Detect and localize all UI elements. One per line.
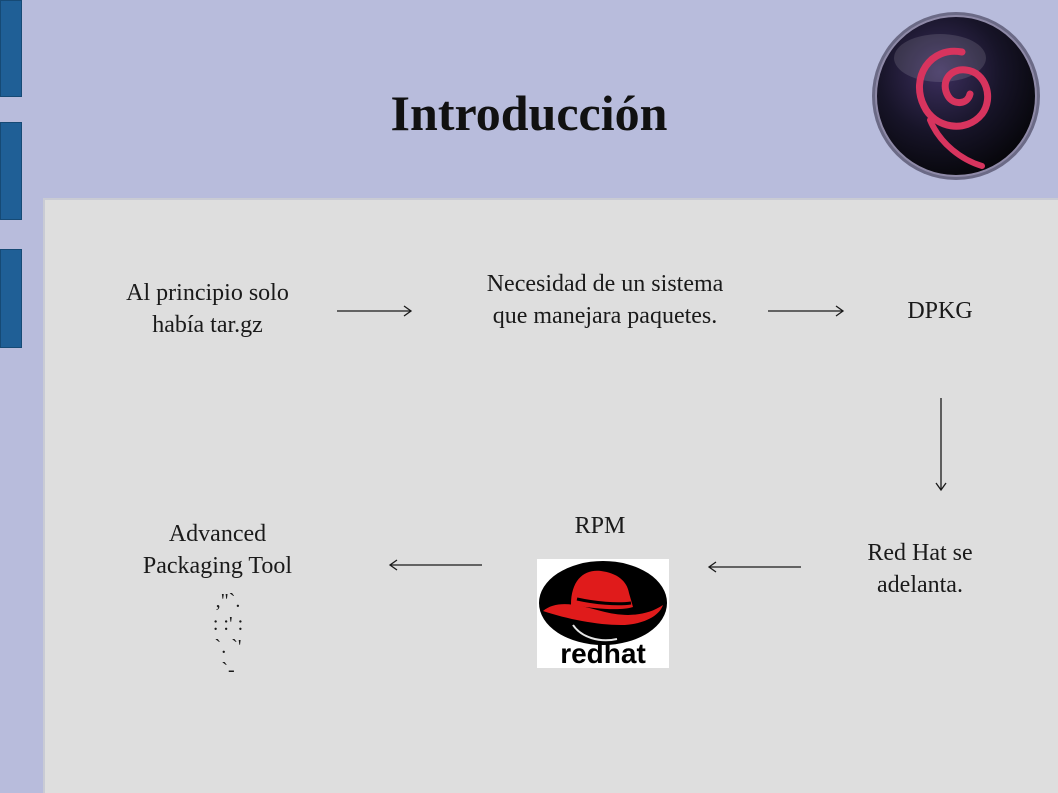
side-tab-1 [0,0,22,97]
step-rpm: RPM [574,513,626,539]
redhat-logo: redhat [537,559,669,668]
content-panel [43,198,1058,793]
step-dpkg: DPKG [907,298,973,324]
debian-logo [872,12,1040,180]
debian-ascii-swirl: ,"`. : :' : `. `' `- [212,590,244,681]
slide-title: Introducción [390,85,668,141]
step-apt: Advanced Packaging Tool [142,521,293,579]
redhat-wordmark: redhat [560,638,646,668]
side-tab-3 [0,249,22,348]
step-redhat-ahead: Red Hat se adelanta. [867,540,973,598]
side-tab-2 [0,122,22,220]
step-need-package-system: Necesidad de un sistema que manejara paq… [486,271,724,329]
step-tar-gz: Al principio solo había tar.gz [126,280,289,338]
